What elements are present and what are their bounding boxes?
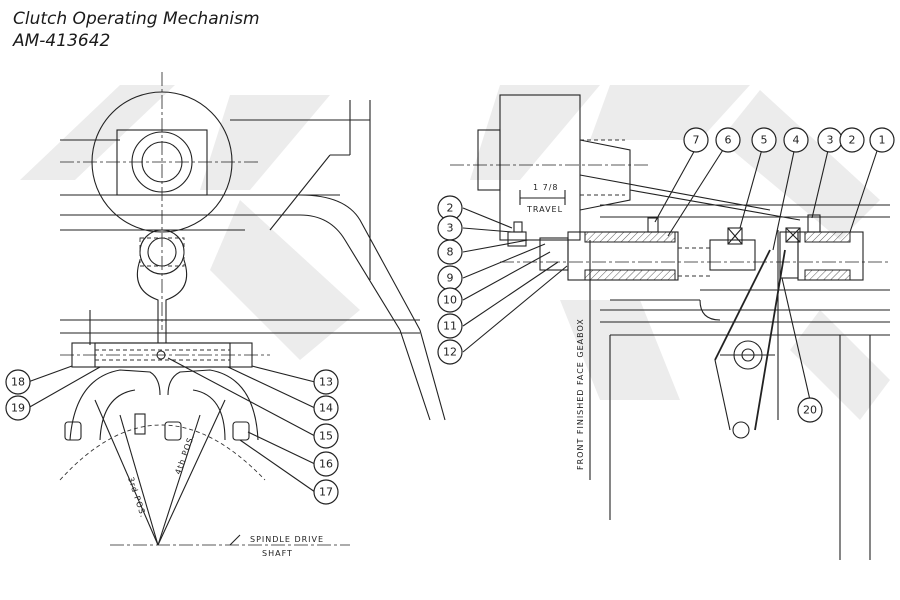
callout-13: 13 [313,369,339,395]
svg-text:16: 16 [319,458,333,471]
svg-text:7: 7 [693,134,700,147]
svg-text:1: 1 [879,134,886,147]
callout-5: 5 [751,127,777,153]
svg-text:3: 3 [447,222,454,235]
part-number: AM-413642 [13,31,111,51]
svg-text:14: 14 [319,402,333,415]
svg-text:18: 18 [11,376,25,389]
svg-text:20: 20 [803,404,817,417]
svg-text:8: 8 [447,246,454,259]
callout-20: 20 [797,397,823,423]
svg-text:6: 6 [725,134,732,147]
svg-text:13: 13 [319,376,333,389]
leader-lines [27,141,881,493]
callout-10: 10 [437,287,463,313]
right-view: 1 7/8 TRAVEL FRONT FINISHED FACE GEABOX [450,94,890,560]
svg-text:9: 9 [447,272,454,285]
callout-18: 18 [5,369,31,395]
svg-text:11: 11 [443,320,457,333]
callout-3-left: 3 [437,215,463,241]
svg-text:10: 10 [443,294,457,307]
callout-16: 16 [313,451,339,477]
callout-4: 4 [783,127,809,153]
travel-fraction: 1 7/8 [533,183,559,192]
svg-text:17: 17 [319,486,333,499]
left-view: 3rd POS. 4th POS. SPINDLE DRIVE SHAFT [59,72,446,558]
callout-12: 12 [437,339,463,365]
callout-17: 17 [313,479,339,505]
front-face-label: FRONT FINISHED FACE GEABOX [576,318,585,470]
callout-19: 19 [5,395,31,421]
callout-1: 1 [869,127,895,153]
svg-text:12: 12 [443,346,457,359]
callout-3: 3 [817,127,843,153]
callout-11: 11 [437,313,463,339]
shaft-label: SHAFT [262,549,293,558]
callout-9: 9 [437,265,463,291]
svg-text:19: 19 [11,402,25,415]
callout-7: 7 [683,127,709,153]
svg-text:2: 2 [447,202,454,215]
callout-8: 8 [437,239,463,265]
svg-text:3: 3 [827,134,834,147]
spindle-drive-label: SPINDLE DRIVE [250,535,324,544]
title-name: Clutch Operating Mechanism [13,9,260,29]
callout-15: 15 [313,423,339,449]
svg-text:5: 5 [761,134,768,147]
callout-6: 6 [715,127,741,153]
svg-text:15: 15 [319,430,333,443]
svg-text:4: 4 [793,134,800,147]
callout-2: 2 [839,127,865,153]
travel-label: TRAVEL [526,205,563,214]
svg-text:2: 2 [849,134,856,147]
callout-14: 14 [313,395,339,421]
diagram-title: Clutch Operating Mechanism AM-413642 [13,8,260,52]
callout-bubbles: 2 3 8 9 10 11 12 7 6 5 4 3 2 1 20 18 19 … [5,127,895,505]
